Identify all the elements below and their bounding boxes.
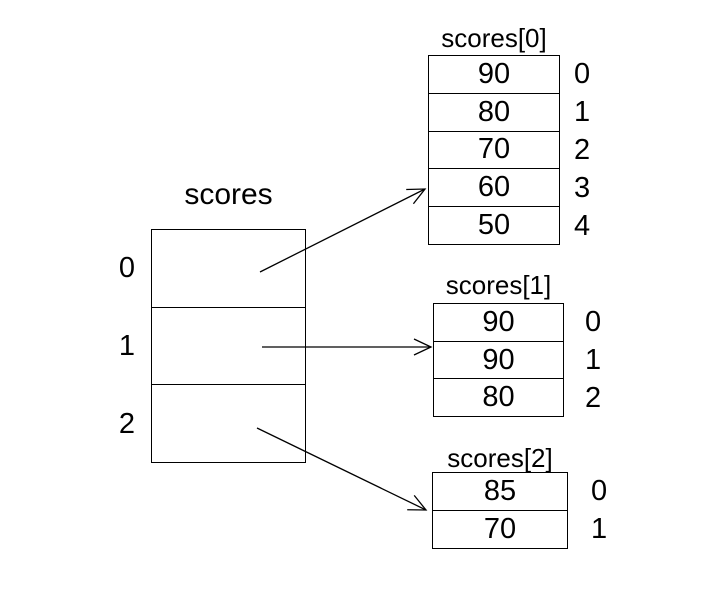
subarray-0-value-4: 50 bbox=[429, 206, 559, 244]
subarray-0-index-4: 4 bbox=[574, 209, 591, 242]
subarray-0-value-2: 70 bbox=[429, 130, 559, 169]
subarray-2-box: 85 70 bbox=[432, 472, 568, 549]
subarray-0-value-1: 80 bbox=[429, 92, 559, 131]
subarray-2-value-1: 70 bbox=[433, 510, 567, 548]
subarray-2-value-0: 85 bbox=[483, 475, 517, 507]
subarray-1-value-1: 90 bbox=[434, 340, 563, 379]
main-array-title: scores bbox=[184, 178, 273, 211]
subarray-0-title: scores[0] bbox=[441, 23, 547, 53]
main-array-index-1: 1 bbox=[118, 329, 135, 362]
subarray-1-index-column: 0 1 2 bbox=[585, 303, 625, 417]
subarray-2-index-0: 0 bbox=[591, 474, 608, 507]
subarray-2-index-1: 1 bbox=[591, 513, 608, 546]
subarray-0-index-3: 3 bbox=[574, 171, 591, 204]
subarray-0-index-0: 0 bbox=[574, 57, 591, 90]
subarray-1-value-2: 80 bbox=[434, 378, 563, 416]
subarray-1-value-0: 90 bbox=[482, 305, 515, 338]
main-array-cell-2 bbox=[152, 384, 305, 462]
subarray-0-index-column: 0 1 2 3 4 bbox=[574, 55, 614, 245]
subarray-0-index-2: 2 bbox=[574, 133, 591, 166]
subarray-1-index-1: 1 bbox=[585, 343, 602, 376]
main-array-index-2: 2 bbox=[118, 407, 135, 440]
main-array-cell-1 bbox=[152, 306, 305, 385]
main-array-index-column: 0 1 2 bbox=[80, 229, 135, 463]
main-array-cell-0 bbox=[152, 230, 305, 307]
subarray-0-index-1: 1 bbox=[574, 95, 591, 128]
main-array-index-0: 0 bbox=[118, 251, 135, 284]
subarray-1-index-2: 2 bbox=[585, 381, 602, 414]
subarray-1-title: scores[1] bbox=[445, 270, 552, 300]
subarray-0-value-0: 90 bbox=[477, 57, 511, 90]
subarray-2-index-column: 0 1 bbox=[591, 472, 631, 549]
subarray-1-index-0: 0 bbox=[585, 305, 602, 338]
subarray-2-title: scores[2] bbox=[447, 443, 553, 473]
main-array-box bbox=[151, 229, 306, 463]
subarray-0-box: 90 80 70 60 50 bbox=[428, 55, 560, 245]
subarray-1-box: 90 90 80 bbox=[433, 303, 564, 417]
subarray-0-value-3: 60 bbox=[429, 168, 559, 206]
